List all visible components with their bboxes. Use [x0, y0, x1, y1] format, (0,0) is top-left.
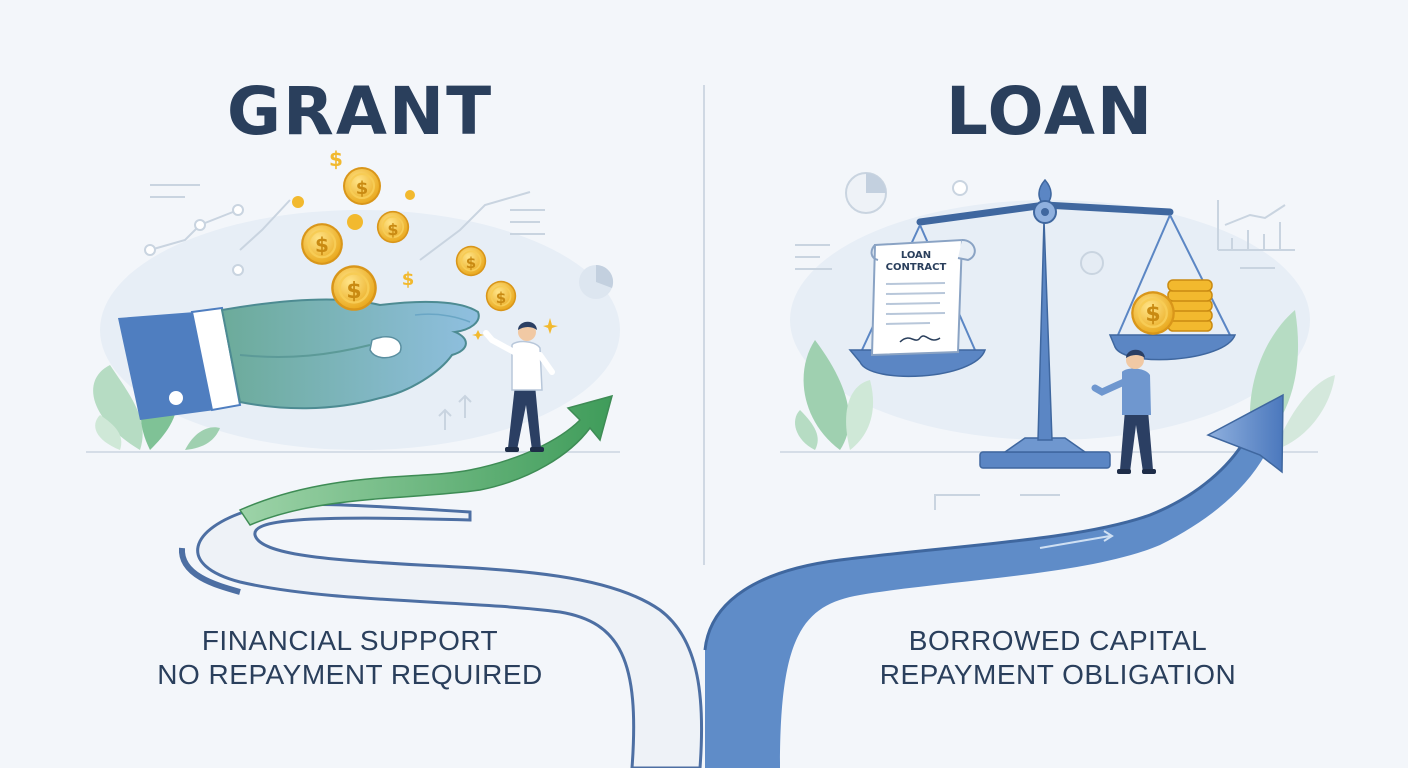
- grant-title: GRANT: [226, 73, 494, 150]
- svg-text:$: $: [402, 269, 415, 290]
- coin-stack: $: [1130, 279, 1213, 336]
- loan-person: [1091, 349, 1156, 474]
- loan-decor-graph: [795, 172, 1295, 510]
- grant-decor-graph: [144, 184, 545, 276]
- svg-text:$: $: [346, 279, 361, 304]
- svg-text:$: $: [315, 233, 329, 257]
- grant-up-arrows-icon: [438, 394, 472, 430]
- coin-dollar-signs: $ $ $ $ $ $ $ $: [315, 147, 506, 307]
- loan-contract-document: LOAN CONTRACT: [870, 238, 976, 357]
- grant-caption: FINANCIAL SUPPORT NO REPAYMENT REQUIRED: [150, 624, 550, 692]
- svg-text:$: $: [1145, 302, 1160, 327]
- loan-road: [703, 439, 1265, 768]
- giving-hand: [118, 298, 480, 420]
- svg-text:$: $: [329, 147, 343, 171]
- loan-caption: BORROWED CAPITAL REPAYMENT OBLIGATION: [858, 624, 1258, 692]
- grant-growth-arrow: [238, 394, 614, 526]
- grant-caption-line-2: NO REPAYMENT REQUIRED: [157, 659, 543, 690]
- svg-text:$: $: [387, 220, 398, 239]
- svg-text:LOAN: LOAN: [901, 250, 931, 261]
- loan-growth-arrow-head: [1206, 393, 1284, 474]
- loan-plant-left: [795, 340, 874, 450]
- grant-caption-line-1: FINANCIAL SUPPORT: [201, 625, 499, 656]
- falling-coins: [292, 166, 517, 312]
- loan-title: LOAN: [945, 73, 1155, 150]
- pie-chart-icon: [579, 264, 614, 299]
- grant-road: [178, 502, 704, 768]
- loan-caption-line-2: REPAYMENT OBLIGATION: [879, 659, 1237, 690]
- svg-text:$: $: [466, 254, 476, 272]
- grant-person: [472, 318, 558, 452]
- svg-text:$: $: [496, 289, 506, 307]
- svg-text:CONTRACT: CONTRACT: [886, 262, 947, 273]
- loan-caption-line-1: BORROWED CAPITAL: [908, 625, 1208, 656]
- svg-text:$: $: [356, 178, 369, 199]
